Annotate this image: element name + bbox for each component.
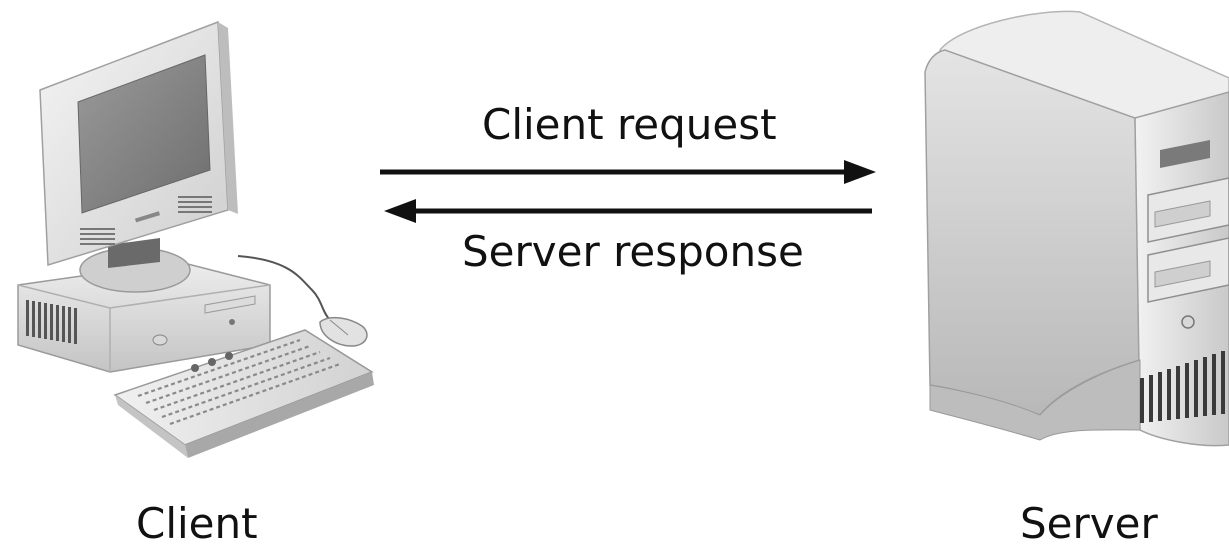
client-label: Client bbox=[136, 499, 258, 548]
client-computer-icon bbox=[17, 20, 374, 458]
mouse bbox=[237, 255, 368, 347]
response-arrow bbox=[384, 199, 872, 223]
desktop-case bbox=[17, 261, 271, 373]
keyboard bbox=[113, 329, 374, 458]
server-tower-icon bbox=[924, 10, 1229, 447]
client-request-label: Client request bbox=[482, 100, 777, 149]
server-response-label: Server response bbox=[462, 227, 804, 276]
power-button bbox=[1181, 315, 1195, 329]
server-slot bbox=[1160, 140, 1210, 168]
request-arrow bbox=[380, 160, 876, 184]
monitor-stand bbox=[79, 238, 191, 293]
server-label: Server bbox=[1020, 499, 1158, 548]
server-vents bbox=[1140, 351, 1225, 423]
monitor bbox=[39, 20, 238, 266]
